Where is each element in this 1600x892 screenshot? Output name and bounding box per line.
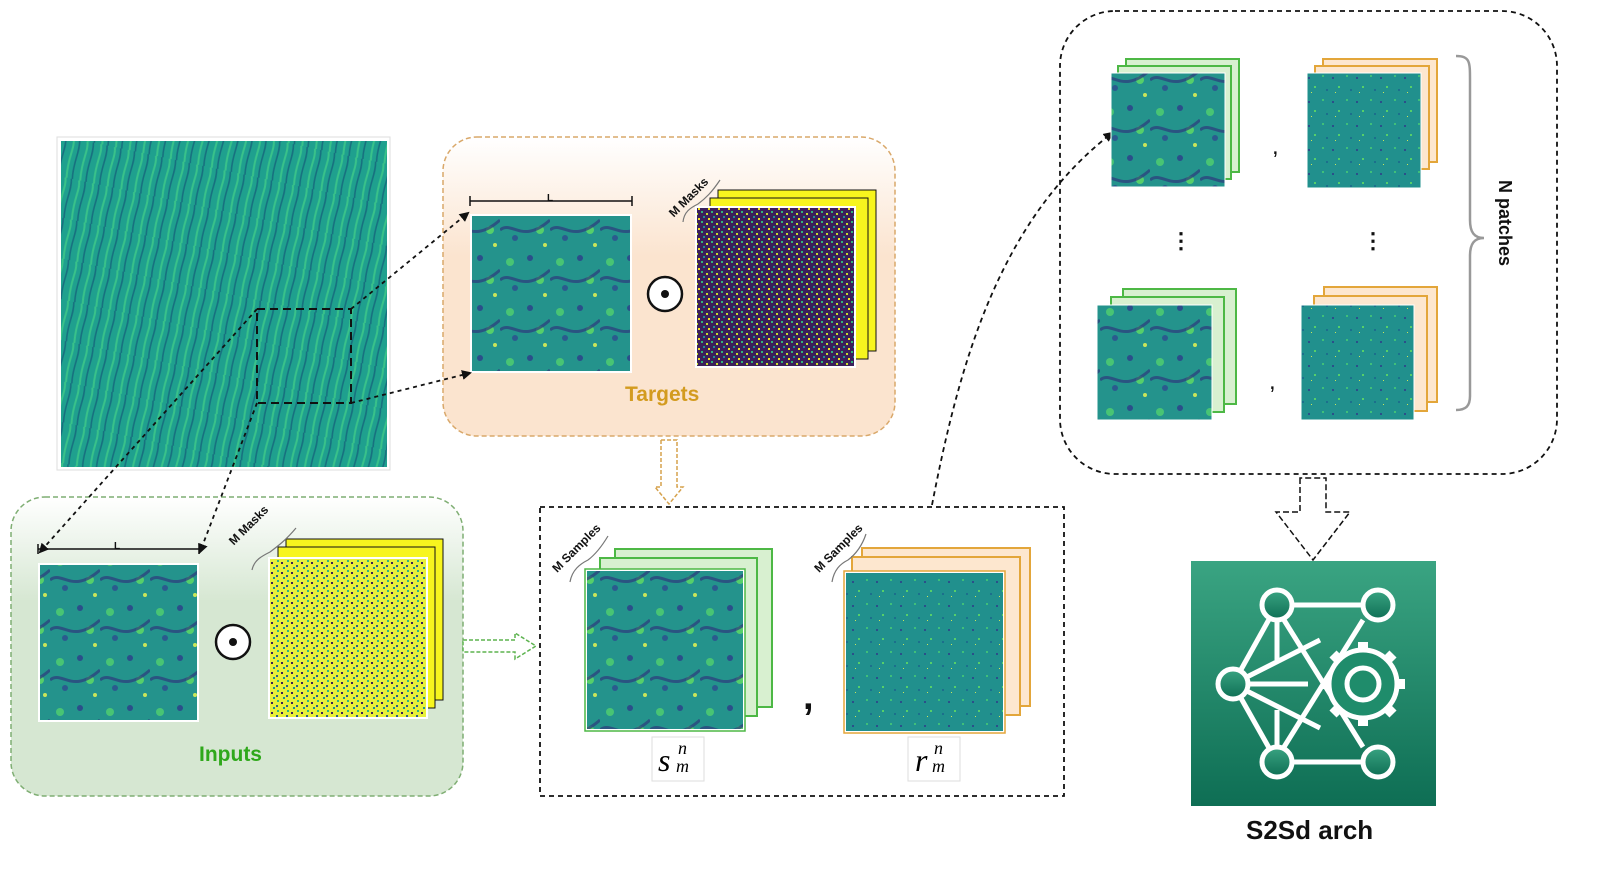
samples-input-patch xyxy=(587,571,743,729)
patches-separator-top: , xyxy=(1272,133,1279,160)
inputs-mask-brace xyxy=(251,527,297,571)
arrow-patches-to-arch xyxy=(1274,477,1352,562)
target-symbol-sup: n xyxy=(934,738,943,758)
inputs-mask-front xyxy=(270,559,426,717)
inputs-label: Inputs xyxy=(199,743,262,766)
patch-n-input xyxy=(1096,304,1213,421)
samples-input-brace xyxy=(569,535,609,583)
patches-ellipsis-right: ⋮ xyxy=(1362,228,1384,253)
crop-region xyxy=(256,308,352,404)
patch-1-target xyxy=(1306,72,1422,189)
targets-mask-brace xyxy=(682,179,721,223)
patches-brace xyxy=(1455,54,1485,412)
patch-n-target xyxy=(1300,304,1415,421)
patch-1-input xyxy=(1110,72,1226,188)
target-symbol-box xyxy=(907,736,961,782)
input-symbol-box xyxy=(651,736,705,782)
target-symbol: r n m xyxy=(913,738,957,780)
source-image xyxy=(61,141,387,467)
input-symbol: s n m xyxy=(657,738,701,780)
targets-label: Targets xyxy=(625,383,700,406)
arrow-crop-to-inputs-right xyxy=(198,402,258,554)
samples-target-brace xyxy=(831,533,867,583)
targets-mask-front xyxy=(697,208,854,366)
patches-separator-bottom: , xyxy=(1269,368,1276,395)
targets-patch xyxy=(472,216,630,371)
samples-target-patch xyxy=(846,573,1003,731)
neural-network-gear-icon xyxy=(1215,587,1405,780)
input-symbol-sub: m xyxy=(676,756,689,776)
inputs-patch-size-label: L xyxy=(114,541,121,552)
targets-patch-size-label: L xyxy=(547,193,554,204)
arrow-crop-to-inputs-left xyxy=(38,308,258,554)
patches-box xyxy=(1059,10,1558,475)
target-symbol-base: r xyxy=(915,742,928,778)
patches-ellipsis-left: ⋮ xyxy=(1170,228,1192,253)
target-symbol-sub: m xyxy=(932,756,945,776)
samples-separator: , xyxy=(803,676,814,718)
arrow-crop-to-targets-top xyxy=(350,211,470,310)
arrow-samples-to-patches xyxy=(931,131,1114,506)
patches-brace-label: N patches xyxy=(1495,180,1515,267)
arrow-inputs-to-samples xyxy=(462,631,538,661)
arrow-targets-to-samples xyxy=(653,439,685,506)
inputs-patch xyxy=(40,565,197,720)
input-symbol-base: s xyxy=(658,742,671,778)
samples-box xyxy=(539,506,1065,797)
architecture-label: S2Sd arch xyxy=(1246,815,1374,845)
targets-hadamard-dot xyxy=(661,290,669,298)
inputs-hadamard-dot xyxy=(229,638,237,646)
input-symbol-sup: n xyxy=(678,738,687,758)
